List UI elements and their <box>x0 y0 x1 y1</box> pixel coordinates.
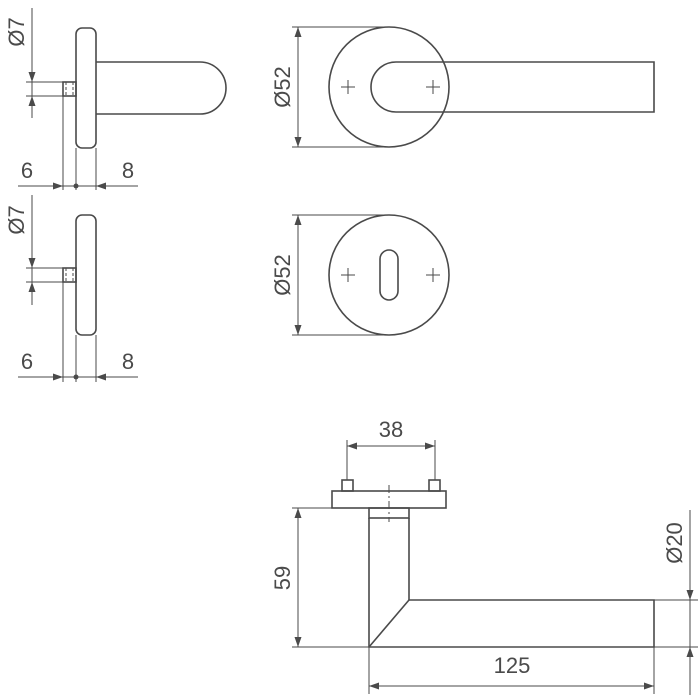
top-view-length-label: 125 <box>494 653 531 678</box>
bottom-side-left-label: 6 <box>21 349 33 374</box>
top-side-dia-label: Ø7 <box>4 17 29 46</box>
rose-front-view: Ø52 <box>270 26 655 148</box>
lever-l-shape <box>368 518 655 648</box>
escutcheon-plate-side <box>75 214 97 336</box>
lever-side-view: Ø7 6 8 <box>4 8 227 190</box>
lever-collar <box>368 507 410 519</box>
screw-right-icon <box>426 268 440 282</box>
fixing-pin-side-2 <box>62 267 77 283</box>
escutcheon-front-view: Ø52 <box>270 214 450 336</box>
screw-right-icon <box>426 80 440 94</box>
keyhole-slot <box>379 249 399 301</box>
pin-right <box>428 479 441 492</box>
lever-top-view: 38 59 125 Ø20 <box>270 417 698 695</box>
fixing-pin-side <box>62 81 77 97</box>
rose-front-dia-label: Ø52 <box>270 66 295 108</box>
lever-arm-front <box>370 61 655 113</box>
top-view-width-label: 38 <box>379 417 403 442</box>
escutcheon-side-view: Ø7 6 8 <box>4 195 138 382</box>
bottom-side-right-label: 8 <box>122 349 134 374</box>
screw-left-icon <box>341 80 355 94</box>
lever-arm-side <box>96 61 227 115</box>
pin-left <box>341 479 354 492</box>
screw-left-icon <box>341 268 355 282</box>
rose-plate-side <box>75 27 97 149</box>
top-view-height-label: 59 <box>270 566 295 590</box>
top-side-right-label: 8 <box>122 158 134 183</box>
top-view-bar-dia-label: Ø20 <box>662 522 687 564</box>
escutcheon-front-dia-label: Ø52 <box>270 254 295 296</box>
bottom-side-dia-label: Ø7 <box>4 205 29 234</box>
top-side-left-label: 6 <box>21 158 33 183</box>
